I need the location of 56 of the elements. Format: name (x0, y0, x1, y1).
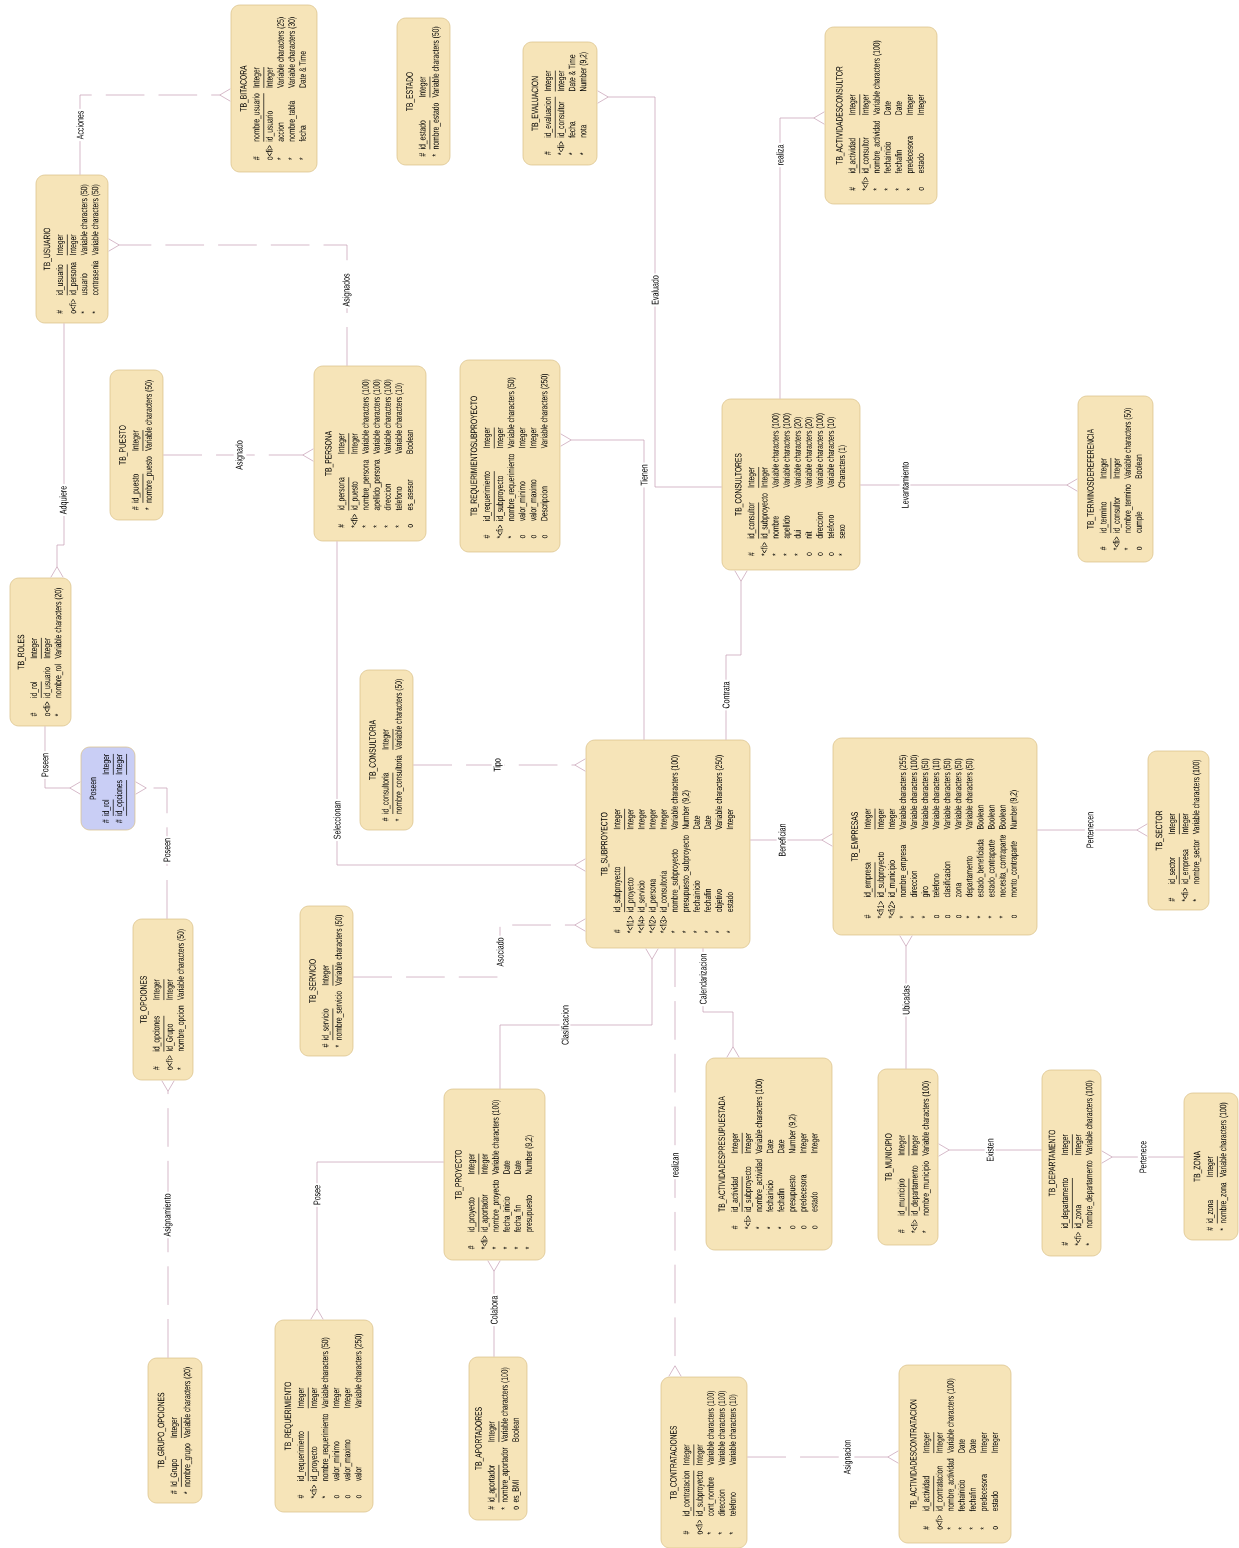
edge-label: Posee (311, 1183, 323, 1207)
entity-box: TB_PUESTO # id_puesto Integer * nombre_puesto Variable characters (50) (109, 369, 164, 521)
entity-box: TB_SECTOR # id_sector Integer *<fi> id_empresa Integer * nombre_sector Variable characters (100) (1147, 750, 1210, 911)
edge-label: Tienen (638, 462, 650, 488)
relationship-line (668, 948, 682, 1377)
relationship-line (50, 323, 65, 578)
relationship-line (938, 1143, 1042, 1157)
relationship-line (413, 758, 586, 772)
relationship-line (336, 541, 586, 872)
edge-label: Asignacion (841, 1437, 855, 1477)
edge-label: Adquiere (57, 484, 71, 516)
edge-label: Clasificacion (559, 1003, 571, 1047)
edge-label: Benefician (776, 821, 788, 859)
entity-box: TB_MUNICIPIO # id_municipio Integer *<fi> id_departamento Integer * nombre_municipio Variable characters (100) (877, 1068, 939, 1246)
entity-box: TB_ZONA # id_zona Integer * nombre_zona Variable characters (100) (1183, 1092, 1239, 1241)
entity-box: TB_PROYECTO # id_proyecto Integer *<fi> id_aportador Integer * nombre_proyecto Variable characters (100) * fecha_inicio Date * fecha_fin Date * presupuesto Number (9,2) (443, 1088, 546, 1261)
edge-label: Ubicadas (900, 983, 912, 1017)
edge-label: Pertenece (1137, 1139, 1149, 1175)
edge-label: Evaluado (649, 273, 661, 307)
edge-label: Seleccionan (331, 798, 343, 842)
edge-label: Tipo (491, 756, 505, 774)
entity-box: TB_EMPRESAS # id_empresa Integer *<fi1> id_subproyecto Integer *<fi2> id_municipio Integer * nombre_empresa Variable characters (255) * direccion Variable characters (100) * giro Variable characters (50) o telefono Variable characters (10) o clasificacion Variable characters (50) o zona Variable characters (50) * departamento Variable characters (50) * estado_beneficiada Boolean * estado_contraparte Boolean * necesita_contraparte Boolean o monto_contraparte Number (9,2) (832, 737, 1038, 936)
edge-label: realiza (774, 142, 786, 168)
edge-label: Contrata (720, 679, 732, 711)
relationship-line (108, 238, 348, 366)
edge-label: Acciones (74, 108, 86, 142)
entity-box: TB_ESTADO # id_estado Integer * nombre_estado Variable characters (50) (396, 17, 451, 166)
relationship-line (779, 111, 825, 399)
relationship-line (499, 948, 659, 1089)
relationship-line (860, 478, 1078, 492)
edge-label: Asignamiento (161, 1191, 175, 1239)
edge-label: Poseen (39, 751, 51, 779)
relationship-line (750, 833, 833, 847)
edge-label: realizan (669, 1150, 681, 1180)
relationship-line (310, 1161, 444, 1320)
relationship-line (1101, 1150, 1184, 1164)
edge-label: Levantamiento (899, 460, 911, 510)
relationship-line (747, 1450, 899, 1464)
edge-label: Asignados (340, 271, 354, 309)
edge-label: Asignado (233, 438, 247, 472)
entity-box: TB_SERVICIO # id_servicio Integer * nombre_servicio Variable characters (50) (299, 905, 354, 1057)
edge-label: Colabora (488, 1293, 500, 1327)
edge-label: Asociado (494, 935, 506, 969)
relationship-line (560, 433, 645, 740)
edge-label: Existen (984, 1136, 996, 1164)
relationship-line (1037, 823, 1148, 837)
entity-box: TB_ROLES # id_rol Integer o<fi> id_usuario Integer * nombre_rol Variable characters (20) (9, 577, 72, 727)
edge-label: Pertenecen (1084, 810, 1096, 850)
edge-label: Poseen (161, 836, 173, 864)
relationship-line (79, 88, 231, 175)
entity-box: Poseen # id_rol Integer # id_opciones Integer (80, 746, 136, 831)
edge-label: Calendarizacion (697, 951, 709, 1007)
relationship-line (597, 90, 722, 488)
relationship-line (163, 448, 314, 462)
entity-box: TB_PERSONA # id_persona Integer *<fi> id_puesto Integer * nombre_persona Variable characters (100) * apellido_persona Variable characters (100) * direccion Variable characters (100) * telefono Variable characters (10) o es_asesor Boolean (313, 365, 427, 542)
relationship-line (353, 918, 586, 978)
